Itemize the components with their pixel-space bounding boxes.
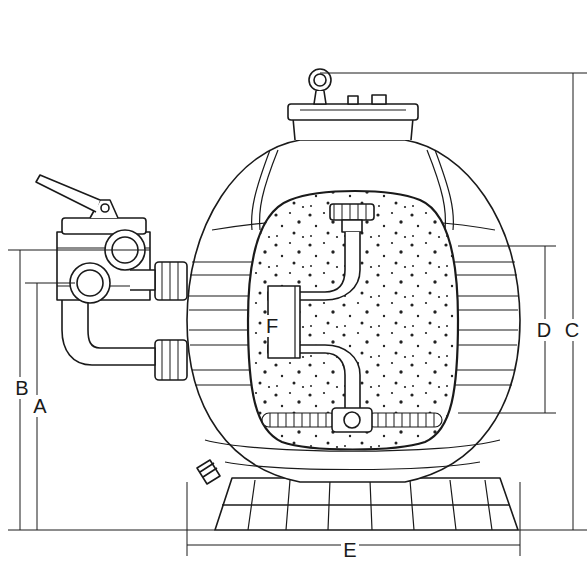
dimension-label: E: [341, 539, 358, 561]
dimension-label: A: [31, 395, 48, 417]
dimension-label: D: [535, 319, 553, 341]
dimension-label: B: [13, 377, 30, 399]
dimension-label: F: [264, 315, 280, 337]
dimension-label: C: [563, 319, 581, 341]
